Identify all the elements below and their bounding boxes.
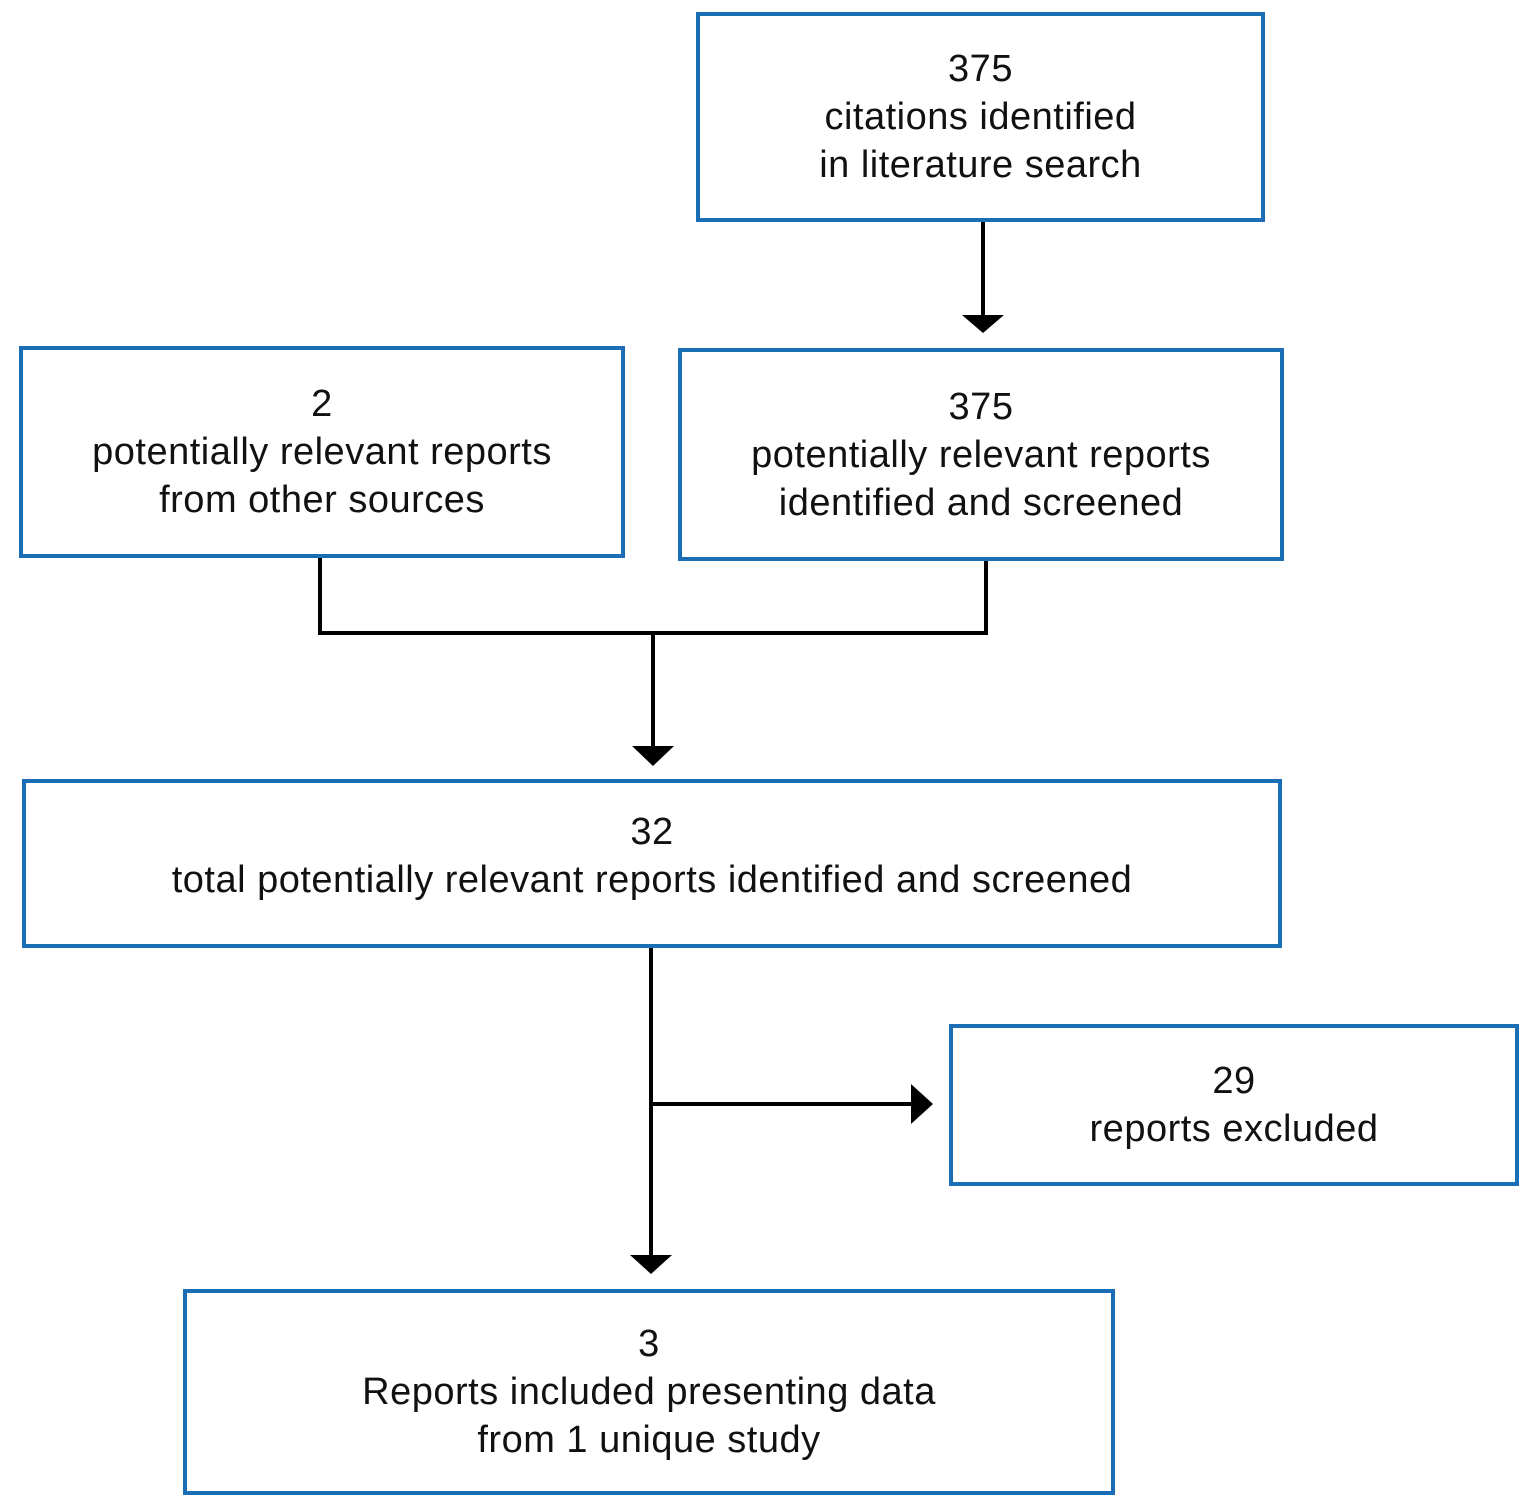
arrowhead-to-included xyxy=(630,1255,672,1274)
excluded-count: 29 xyxy=(1212,1060,1256,1102)
arrowhead-to-screened xyxy=(962,315,1004,333)
arrowhead-to-excluded xyxy=(911,1084,933,1124)
citations-count: 375 xyxy=(948,48,1013,90)
total-reports-box: 32 total potentially relevant reports id… xyxy=(22,779,1282,948)
screened-line1: potentially relevant reports xyxy=(751,433,1211,476)
citations-line2: in literature search xyxy=(819,144,1142,186)
citations-line1: citations identified xyxy=(824,96,1137,138)
arrowhead-to-total xyxy=(632,746,674,766)
excluded-line1: reports excluded xyxy=(1089,1108,1379,1150)
screened-reports-box: 375 potentially relevant reports identif… xyxy=(678,348,1284,561)
included-reports-box: 3 Reports included presenting data from … xyxy=(183,1289,1115,1495)
screened-count: 375 xyxy=(948,385,1014,428)
included-line2: from 1 unique study xyxy=(477,1419,821,1461)
screened-line2: identified and screened xyxy=(778,481,1184,524)
connector-merge xyxy=(318,558,988,635)
other-sources-count: 2 xyxy=(311,383,333,425)
excluded-reports-box: 29 reports excluded xyxy=(949,1024,1519,1186)
other-sources-line1: potentially relevant reports xyxy=(92,431,552,473)
total-line1: total potentially relevant reports ident… xyxy=(171,858,1133,901)
other-sources-line2: from other sources xyxy=(159,479,485,521)
total-count: 32 xyxy=(630,810,674,853)
included-count: 3 xyxy=(638,1323,660,1365)
citations-identified-box: 375 citations identified in literature s… xyxy=(696,12,1265,222)
included-line1: Reports included presenting data xyxy=(362,1371,936,1413)
other-sources-box: 2 potentially relevant reports from othe… xyxy=(19,346,625,558)
